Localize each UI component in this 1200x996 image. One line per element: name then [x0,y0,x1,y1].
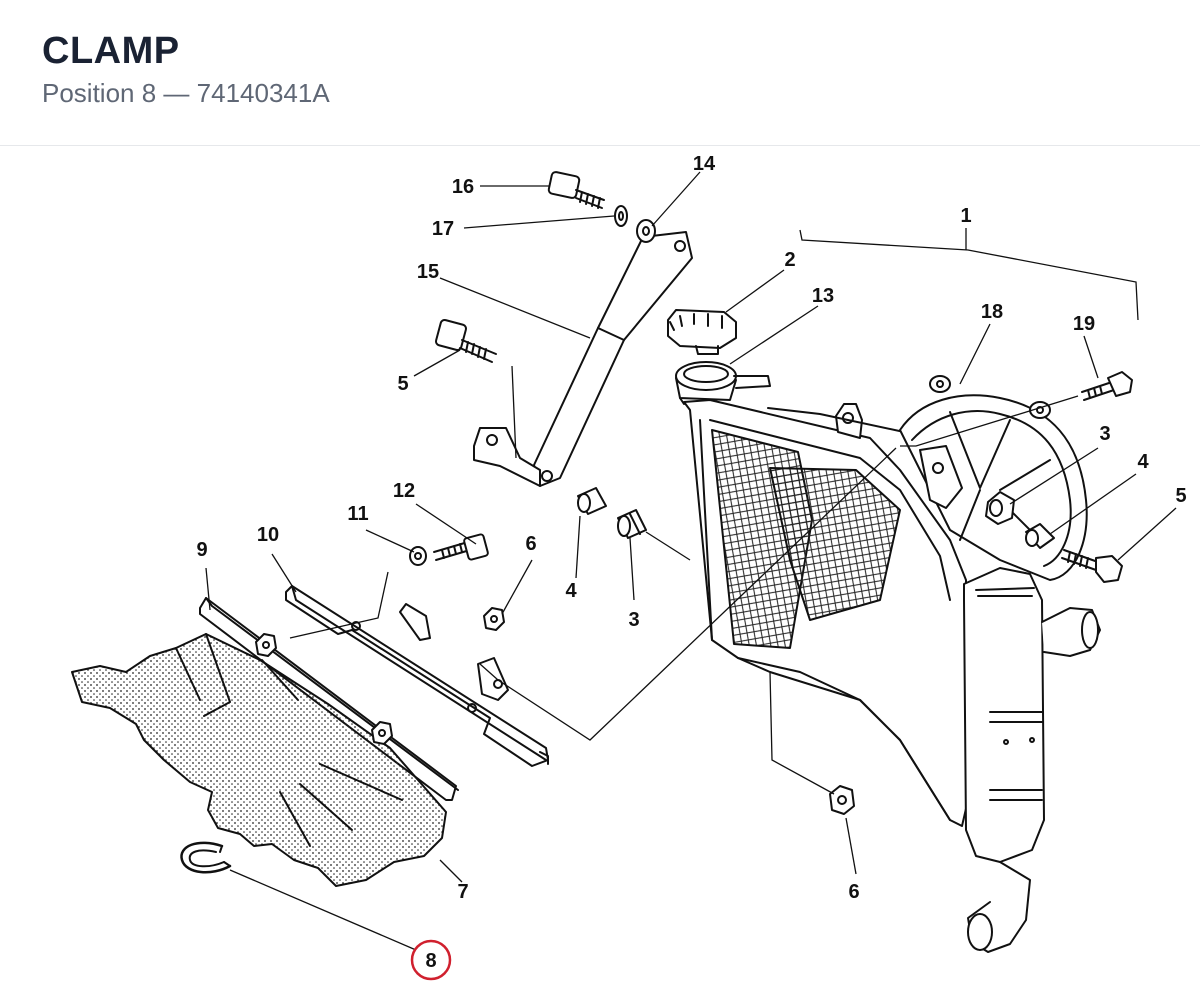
callout-6-bottom: 6 [848,881,859,903]
callout-17: 17 [432,218,454,240]
callout-5-right: 5 [1175,485,1186,507]
grommet-3-right [985,491,1015,525]
radiator [683,399,969,827]
callout-5-left: 5 [397,373,408,395]
callout-6-small: 6 [525,533,536,555]
filler-neck-13 [675,361,771,405]
callout-14: 14 [693,153,716,175]
bushing-4-right [1025,523,1055,549]
part-subtitle: Position 8 — 74140341A [42,78,330,109]
washer-11 [409,546,427,566]
bushing-4 [577,487,607,515]
callout-16: 16 [452,176,474,198]
exploded-parts-diagram: 16 14 17 15 5 2 13 1 18 19 3 4 5 12 11 1… [0,146,1200,996]
bracket-arm [473,231,693,487]
selection-ring [410,939,452,981]
nut-6-bottom [829,785,855,815]
bolt-16 [547,171,605,209]
selected-callout-8[interactable]: 8 [410,939,452,981]
shroud-nut-upper [255,633,277,657]
bolt-19 [1081,371,1133,401]
radiator-cap-2 [667,309,737,355]
radiator-side-tank [963,567,1101,953]
separator: — [163,78,190,108]
callout-3-right: 3 [1099,423,1110,445]
shroud-7 [71,633,447,887]
grommet-3 [617,509,647,539]
callout-4: 4 [565,580,577,602]
callout-7: 7 [457,881,468,903]
bolt-5-left [434,318,497,363]
callout-3: 3 [628,609,639,631]
position-label: Position 8 [42,78,157,108]
callout-19: 19 [1073,313,1095,335]
callout-1: 1 [960,205,971,227]
grommet-14 [636,219,656,243]
part-header: CLAMP Position 8 — 74140341A [0,0,1200,146]
bolt-5-right [1061,549,1123,583]
nut-6-small [483,607,505,631]
callout-12: 12 [393,480,415,502]
part-number: 74140341A [196,78,330,108]
callout-11: 11 [347,503,368,525]
washer-17 [614,205,628,227]
callout-9: 9 [196,539,207,561]
callout-13: 13 [812,285,834,307]
callout-10: 10 [257,524,279,546]
callout-8: 8 [425,950,436,972]
callout-15: 15 [417,261,439,283]
bolt-12 [433,533,489,561]
leader-lines [205,171,1177,951]
hose-clamp-8 [180,841,232,874]
callout-18: 18 [981,301,1003,323]
callout-4-right: 4 [1137,451,1149,473]
callout-2: 2 [784,249,795,271]
shroud-nut-lower [371,721,393,745]
diagram-canvas: 16 14 17 15 5 2 13 1 18 19 3 4 5 12 11 1… [71,153,1187,981]
callout-labels: 16 14 17 15 5 2 13 1 18 19 3 4 5 12 11 1… [196,153,1187,981]
part-title: CLAMP [42,30,180,72]
